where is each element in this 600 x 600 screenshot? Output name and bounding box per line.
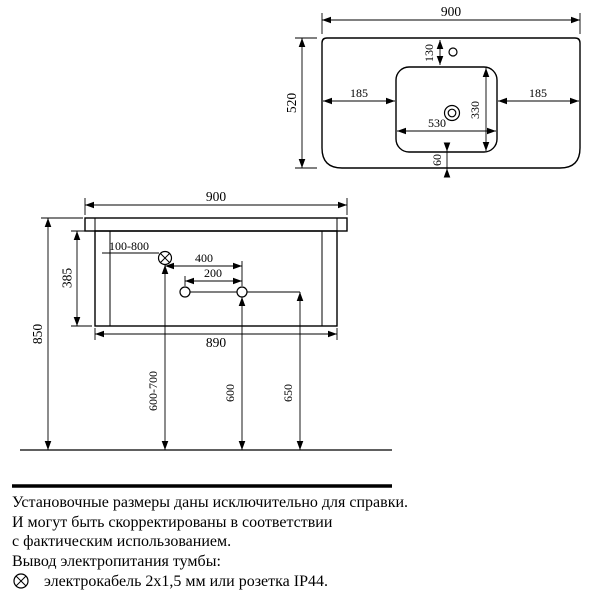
dim-basin-width: 530 <box>397 116 496 135</box>
front-gap-label: 60 <box>430 154 444 166</box>
dim-front-gap: 60 <box>430 142 451 178</box>
notes-block: Установочные размеры даны исключительно … <box>12 484 408 590</box>
front-view: 900 385 850 890 <box>20 189 392 451</box>
note-line-1: Установочные размеры даны исключительно … <box>12 494 408 511</box>
basin-depth-label: 330 <box>468 101 482 119</box>
small-hole-icon <box>448 47 458 57</box>
note-line-3: с фактическим использованием. <box>12 533 231 550</box>
total-height-label: 850 <box>30 324 45 345</box>
hole-left-icon <box>179 286 191 298</box>
basin-outline <box>395 66 498 153</box>
drain-hole-inner-icon <box>447 108 457 118</box>
dim-left-margin: 185 <box>323 86 395 105</box>
dim-total-height: 850 <box>30 217 83 450</box>
outlet-symbol-icon <box>157 250 173 266</box>
hole-offset-label: 130 <box>422 44 436 62</box>
dim-outlet-offset: 400 <box>165 251 243 286</box>
dim-top-depth: 520 <box>284 37 317 169</box>
dim-front-width: 900 <box>84 189 348 215</box>
outlet-range-label: 100-800 <box>109 239 149 253</box>
outlet-offset-label: 400 <box>195 251 213 265</box>
note-line-2: И могут быть скорректированы в соответст… <box>12 514 333 531</box>
note-line-4: Вывод электропитания тумбы: <box>12 553 221 570</box>
dim-top-width: 900 <box>321 4 581 34</box>
top-depth-label: 520 <box>284 93 299 114</box>
top-width-label: 900 <box>441 4 462 19</box>
dim-side-height: 650 <box>281 292 304 450</box>
front-width-label: 900 <box>206 189 227 204</box>
dim-cabinet-height: 385 <box>60 230 92 327</box>
left-margin-label: 185 <box>350 86 368 100</box>
dim-basin-depth: 330 <box>468 68 490 151</box>
top-view: 900 520 130 185 185 530 330 <box>284 4 581 178</box>
dim-right-margin: 185 <box>498 86 579 105</box>
holes-spacing-label: 200 <box>204 266 222 280</box>
countertop-front-outline <box>84 217 348 232</box>
note-legend: электрокабель 2x1,5 мм или розетка IP44. <box>44 573 328 590</box>
countertop-outline <box>321 37 581 169</box>
dim-holes-spacing: 200 <box>184 266 242 286</box>
cabinet-outline <box>94 230 338 327</box>
cabinet-height-label: 385 <box>60 268 75 289</box>
dim-drain-height: 600 <box>223 297 246 450</box>
dim-inner-width: 890 <box>94 328 338 350</box>
inner-width-label: 890 <box>206 335 227 350</box>
side-height-label: 650 <box>281 384 295 402</box>
hole-right-icon <box>236 286 248 298</box>
right-margin-label: 185 <box>529 86 547 100</box>
dim-hole-offset: 130 <box>422 40 444 65</box>
outlet-height-label: 600-700 <box>146 371 160 411</box>
dim-outlet-range: 100-800 <box>102 239 159 254</box>
dim-outlet-height: 600-700 <box>146 265 169 450</box>
basin-width-label: 530 <box>428 116 446 130</box>
cable-symbol-icon <box>13 573 29 589</box>
drain-height-label: 600 <box>223 384 237 402</box>
